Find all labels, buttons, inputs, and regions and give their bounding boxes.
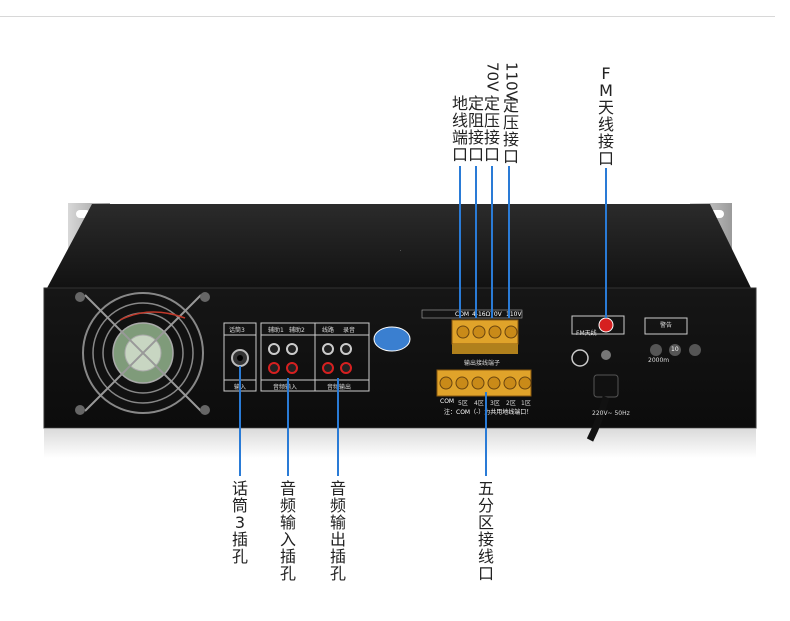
audio-output-label: 音频输出 <box>327 384 352 391</box>
zone-note: 注：COM（-）为共用地线端口！ <box>444 409 533 416</box>
leader-fm <box>605 168 607 318</box>
zone-1: 1区 <box>521 400 531 407</box>
ten-badge: 10 <box>671 346 679 353</box>
callout-ground: 地线端口 <box>451 94 468 164</box>
aux2-label: 辅助2 <box>289 327 305 334</box>
altitude-badge: 2000m <box>648 357 670 364</box>
power-text: 220V~ 50Hz <box>592 410 630 417</box>
zone-3: 3区 <box>490 400 500 407</box>
aux1-label: 辅助1 <box>268 327 284 334</box>
zone-com: COM <box>440 398 455 405</box>
leader-70v <box>491 166 493 318</box>
mic-label: 话筒3 <box>229 327 245 334</box>
zone-5: 5区 <box>458 400 468 407</box>
terminal-70v: 70V <box>490 311 502 318</box>
leader-ground <box>459 166 461 318</box>
terminal-com: COM <box>455 311 470 318</box>
fm-label: FM天线 <box>576 330 597 337</box>
leader-audio-in <box>287 378 289 476</box>
leader-mic3 <box>239 366 241 476</box>
zone-4: 4区 <box>474 400 484 407</box>
leader-110v <box>508 166 510 318</box>
audio-input-label: 音频输入 <box>273 384 298 391</box>
callout-audio-input: 音频输入插孔 <box>279 479 296 583</box>
terminal-caption: 输出接线端子 <box>464 360 501 367</box>
leader-zones <box>485 392 487 476</box>
leader-audio-out <box>337 378 339 476</box>
terminal-110v: 110V <box>506 311 522 318</box>
top-divider <box>0 16 775 17</box>
leader-fixed-resistance <box>475 166 477 318</box>
record-label: 录音 <box>343 327 356 334</box>
callout-110v: 110V 定压接口 <box>502 62 521 166</box>
callout-five-zones: 五分区接线口 <box>477 479 494 583</box>
callout-audio-output: 音频输出插孔 <box>329 479 346 583</box>
zone-2: 2区 <box>506 400 516 407</box>
callout-fixed-resistance: 定阻接口 <box>467 94 484 164</box>
callout-70v: 70V 定压接口 <box>483 62 502 164</box>
warning-label: 警告 <box>660 322 673 329</box>
line-label: 线路 <box>322 327 335 334</box>
terminal-4-16: 4-16Ω <box>472 311 491 318</box>
